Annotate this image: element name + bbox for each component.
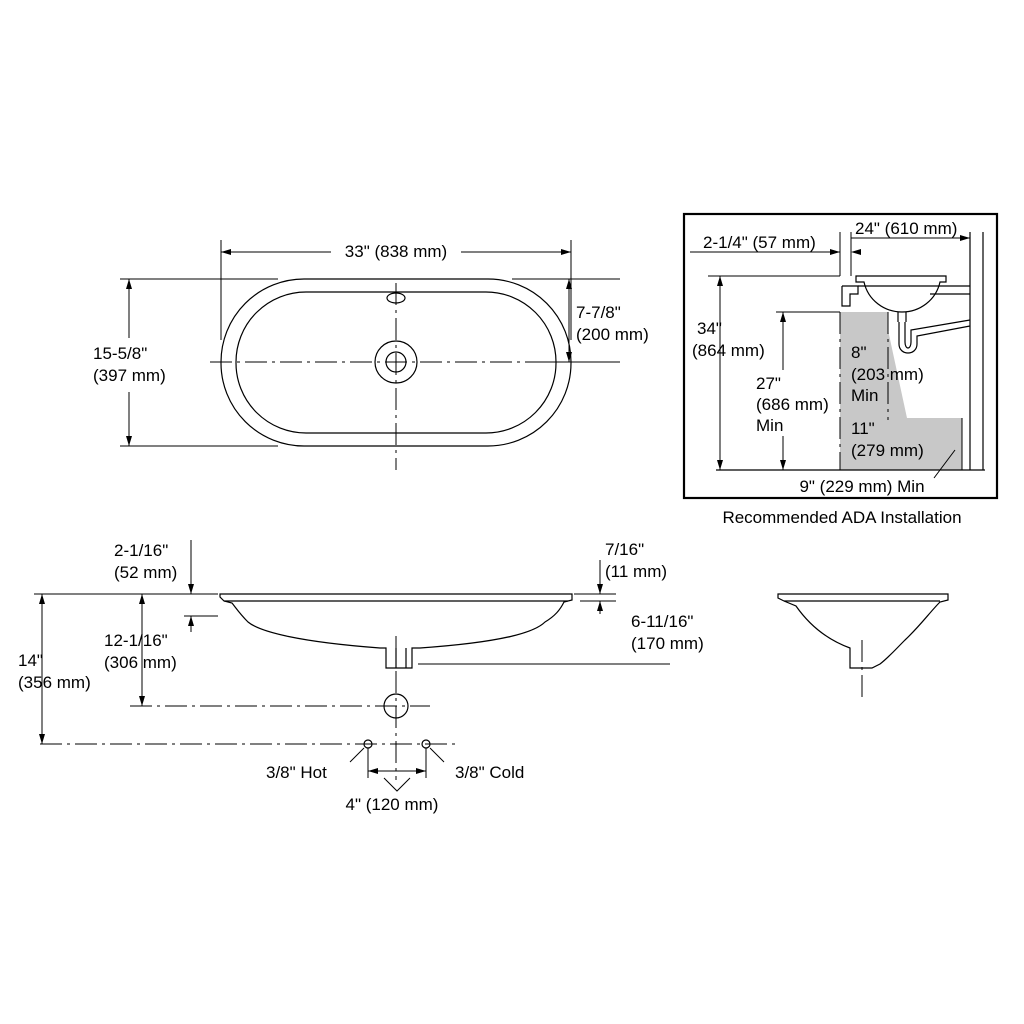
p-trap xyxy=(898,322,971,354)
drain-inner xyxy=(385,351,407,373)
side-view xyxy=(777,593,949,700)
ada-installation-panel: 2-1/4" (57 mm) 24" (610 mm) 34" (864 mm)… xyxy=(682,212,999,527)
side-sink-profile xyxy=(777,593,949,669)
ada-toe-label-1: 8" xyxy=(851,343,867,362)
front-view: 2-1/16" (52 mm) 7/16" (11 mm) 6-11/16" (… xyxy=(18,540,704,814)
lip-label-2: (11 mm) xyxy=(605,562,667,581)
ada-height-label-2: (864 mm) xyxy=(692,341,765,360)
supply-spacing-label: 4" (120 mm) xyxy=(346,795,439,814)
ada-toe-label-2: (203 mm) xyxy=(851,365,924,384)
top-view: 33" (838 mm) 15-5/8" (397 mm) 7-7/8" (20… xyxy=(93,240,649,470)
ada-sink xyxy=(855,275,947,313)
bowl-depth-label-1: 6-11/16" xyxy=(631,612,693,631)
ada-toe-height-label-2: (279 mm) xyxy=(851,441,924,460)
bowl-dimension-label-2: (200 mm) xyxy=(576,325,649,344)
overall-height-label-2: (356 mm) xyxy=(18,673,91,692)
ada-toe-label-3: Min xyxy=(851,386,878,405)
bowl-depth-label-2: (170 mm) xyxy=(631,634,704,653)
bowl-dimension-label-1: 7-7/8" xyxy=(576,303,621,322)
drain-outer xyxy=(374,340,418,384)
front-drain-outlet xyxy=(383,693,409,719)
cold-supply-label: 3/8" Cold xyxy=(455,763,524,782)
ada-knee-label-3: Min xyxy=(756,416,783,435)
depth-dimension-label-2: (397 mm) xyxy=(93,366,166,385)
lip-label-1: 7/16" xyxy=(605,540,644,559)
ada-setback-label: 2-1/4" (57 mm) xyxy=(703,233,816,252)
hot-supply-label: 3/8" Hot xyxy=(266,763,327,782)
ada-height-label-1: 34" xyxy=(697,319,722,338)
front-sink-profile xyxy=(219,593,573,669)
toe-clearance-zone xyxy=(840,418,962,470)
rim-height-label-1: 2-1/16" xyxy=(114,541,168,560)
knee-clearance-zone xyxy=(840,312,907,418)
ada-toe-depth-label: 9" (229 mm) Min xyxy=(799,477,924,496)
drain-height-label-2: (306 mm) xyxy=(104,653,177,672)
overall-height-label-1: 14" xyxy=(18,651,43,670)
overflow-hole xyxy=(386,292,406,304)
drain-height-label-1: 12-1/16" xyxy=(104,631,168,650)
rim-height-label-2: (52 mm) xyxy=(114,563,177,582)
ada-caption: Recommended ADA Installation xyxy=(722,508,961,527)
depth-dimension-label-1: 15-5/8" xyxy=(93,344,147,363)
ada-frame xyxy=(682,212,999,500)
ada-knee-label-1: 27" xyxy=(756,374,781,393)
ada-knee-label-2: (686 mm) xyxy=(756,395,829,414)
ada-toe-height-label-1: 11" xyxy=(851,419,875,438)
width-dimension-label: 33" (838 mm) xyxy=(345,242,447,261)
ada-width-label: 24" (610 mm) xyxy=(855,219,957,238)
